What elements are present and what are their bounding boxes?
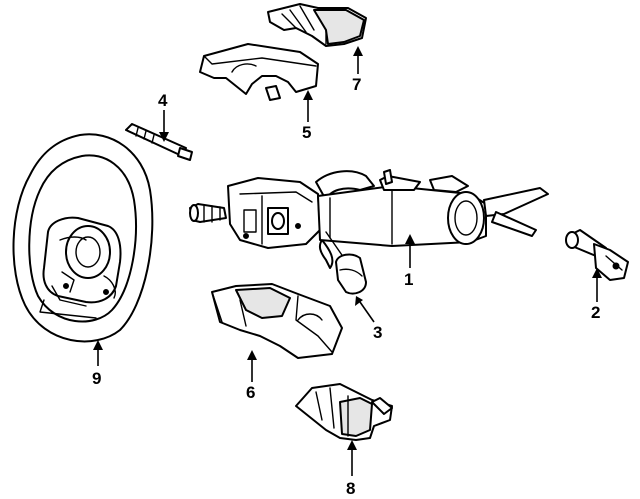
callout-label-9: 9 bbox=[92, 369, 101, 388]
callout-1: 1 bbox=[404, 234, 415, 289]
callout-2: 2 bbox=[591, 268, 602, 322]
steering-wheel[interactable] bbox=[12, 133, 154, 343]
upper-shroud[interactable] bbox=[199, 43, 319, 101]
callout-9: 9 bbox=[92, 340, 103, 388]
callout-label-5: 5 bbox=[302, 123, 311, 142]
callout-label-3: 3 bbox=[373, 323, 382, 342]
callout-8: 8 bbox=[346, 440, 357, 498]
cover-top[interactable] bbox=[267, 3, 367, 47]
lower-shroud[interactable] bbox=[211, 283, 343, 359]
callout-3: 3 bbox=[355, 296, 382, 342]
callout-5: 5 bbox=[302, 90, 313, 142]
callout-7: 7 bbox=[352, 46, 363, 94]
callout-label-8: 8 bbox=[346, 479, 355, 498]
intermediate-shaft[interactable] bbox=[565, 229, 629, 281]
callout-label-4: 4 bbox=[158, 91, 168, 110]
callout-label-1: 1 bbox=[404, 270, 413, 289]
callout-label-7: 7 bbox=[352, 75, 361, 94]
cover-bottom[interactable] bbox=[295, 383, 393, 441]
callout-label-6: 6 bbox=[246, 383, 255, 402]
callout-6: 6 bbox=[246, 350, 257, 402]
callout-label-2: 2 bbox=[591, 303, 600, 322]
steering-column[interactable] bbox=[189, 169, 549, 269]
lever-knob[interactable] bbox=[325, 231, 367, 295]
pin[interactable] bbox=[125, 123, 193, 161]
callout-4: 4 bbox=[158, 91, 169, 142]
